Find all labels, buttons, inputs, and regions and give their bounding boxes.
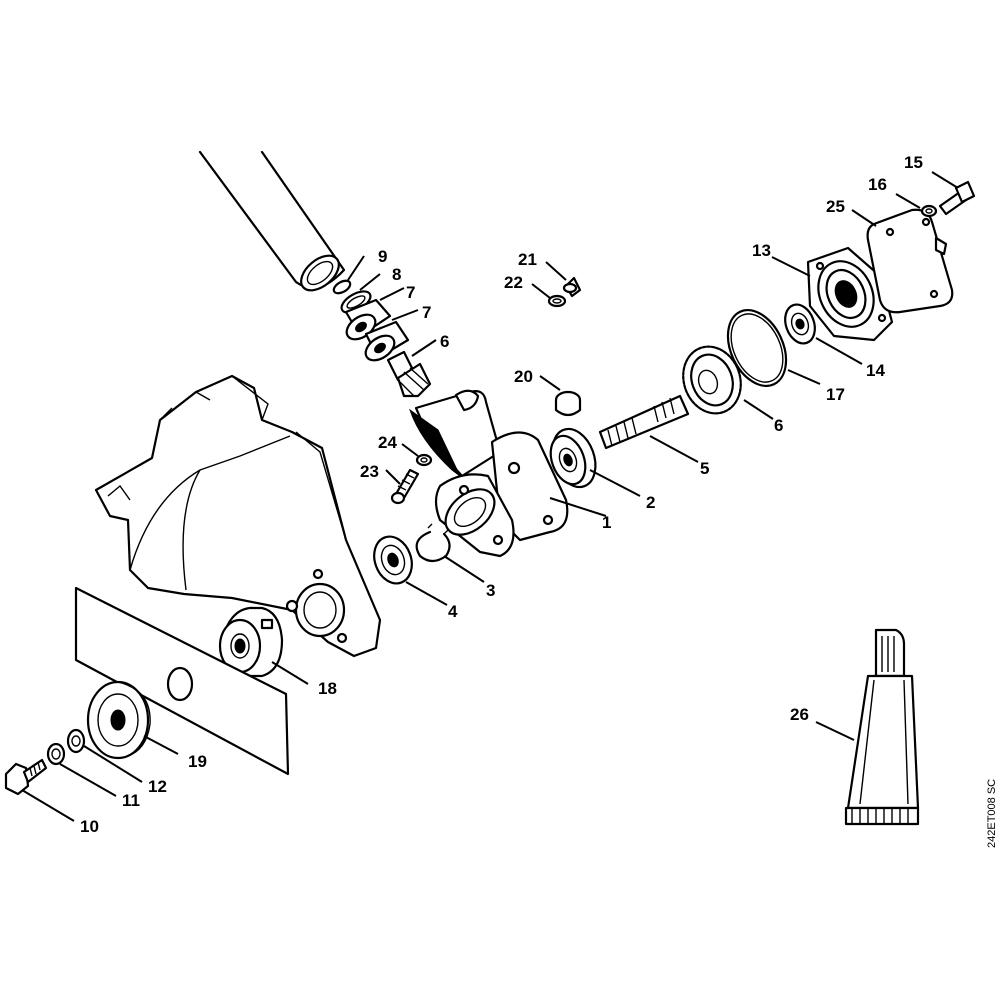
callout-8: 8: [392, 265, 401, 284]
washer-24: [415, 453, 433, 467]
screw-15: [938, 180, 976, 216]
callout-16: 16: [868, 175, 887, 194]
circlip-9: [332, 279, 352, 295]
ball-bearing-2: [549, 427, 597, 489]
plug-20: [554, 390, 582, 417]
seal-4: [373, 535, 413, 585]
callout-21: 21: [518, 250, 537, 269]
callout-7-lower: 7: [422, 303, 431, 322]
needle-bearing-7a: [344, 298, 392, 341]
callout-6-upper: 6: [440, 332, 449, 351]
callout-19: 19: [188, 752, 207, 771]
callout-4: 4: [448, 602, 458, 621]
callout-6-lower: 6: [774, 416, 783, 435]
callout-5: 5: [700, 459, 709, 478]
callout-23: 23: [360, 462, 379, 481]
callout-7-upper: 7: [406, 283, 415, 302]
pinion-6: [386, 350, 432, 398]
circlip-3: [415, 523, 451, 563]
pressure-disc-19: [86, 680, 151, 760]
bearing-housing-13: [806, 246, 894, 342]
callout-26: 26: [790, 705, 809, 724]
callout-18: 18: [318, 679, 337, 698]
callout-3: 3: [486, 581, 495, 600]
deflector-guard: [94, 374, 382, 658]
callout-15: 15: [904, 153, 923, 172]
lock-washer-11: [46, 742, 66, 766]
callout-22: 22: [504, 273, 523, 292]
callout-11: 11: [122, 791, 140, 810]
bevel-gear-6: [682, 345, 742, 415]
washer-22: [547, 294, 567, 308]
callout-20: 20: [514, 367, 533, 386]
callout-12: 12: [148, 777, 167, 796]
callout-10: 10: [80, 817, 99, 836]
needle-bearing-7b: [364, 320, 410, 362]
leader-lines: [21, 171, 959, 822]
cutting-blade: [74, 586, 290, 776]
o-ring-17: [726, 309, 788, 387]
screw-23: [390, 468, 420, 505]
callout-1: 1: [602, 513, 611, 532]
drawing-reference-code: 242ET008 SC: [986, 779, 998, 848]
callout-17: 17: [826, 385, 845, 404]
hex-screw-10: [4, 758, 48, 796]
callout-9: 9: [378, 247, 387, 266]
cover-plate-25: [866, 208, 954, 314]
callout-2: 2: [646, 493, 655, 512]
callout-13: 13: [752, 241, 771, 260]
gear-housing-1: [409, 389, 569, 558]
callout-labels: 1 2 3 4 5 6 6 7 7 8 9 10 11 12 13 14 15 …: [80, 153, 923, 836]
grease-tube-26: [844, 628, 920, 826]
shaft-5: [598, 394, 690, 450]
washer-16: [920, 204, 938, 218]
ball-bearing-14: [784, 303, 816, 345]
screw-21: [562, 276, 582, 298]
callout-14: 14: [866, 361, 885, 380]
washer-12: [66, 728, 86, 754]
callout-25: 25: [826, 197, 845, 216]
thrust-plate-18: [218, 606, 284, 678]
callout-24: 24: [378, 433, 397, 452]
drive-tube: [198, 150, 346, 292]
